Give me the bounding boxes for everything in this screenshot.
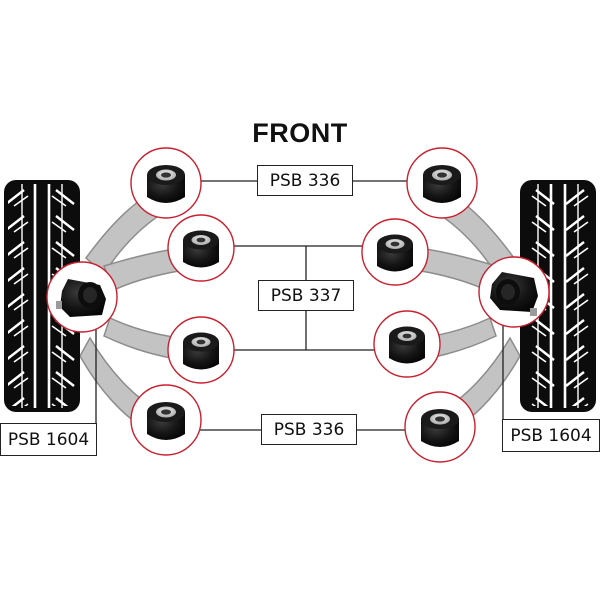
label-psb-336-upper: PSB 336 xyxy=(257,165,353,196)
hub-bush-left[interactable] xyxy=(46,261,118,333)
bush-icon xyxy=(183,332,219,370)
front-title: FRONT xyxy=(252,118,348,148)
bush-icon xyxy=(423,165,461,203)
bush-lower-inner-right[interactable] xyxy=(373,310,441,378)
bush-icon xyxy=(183,230,219,268)
bush-icon xyxy=(389,326,425,364)
hub-bush-right[interactable] xyxy=(478,256,550,328)
hub-bush-icon xyxy=(56,279,106,317)
bush-lower-inner-left[interactable] xyxy=(167,316,235,384)
bush-icon xyxy=(147,165,185,203)
label-psb-337: PSB 337 xyxy=(258,280,354,311)
label-psb-1604-right: PSB 1604 xyxy=(502,419,600,452)
bush-icon xyxy=(421,409,459,447)
bush-upper-inner-left[interactable] xyxy=(167,214,235,282)
bush-bottom-left[interactable] xyxy=(130,384,202,456)
bush-upper-inner-right[interactable] xyxy=(361,218,429,286)
connector-lines xyxy=(95,180,504,431)
bush-bottom-right[interactable] xyxy=(404,391,476,463)
label-psb-1604-left: PSB 1604 xyxy=(0,423,97,456)
bush-top-left[interactable] xyxy=(130,147,202,219)
bush-icon xyxy=(377,234,413,272)
hub-bush-icon xyxy=(490,272,538,316)
bush-icon xyxy=(147,402,185,440)
bush-top-right[interactable] xyxy=(406,147,478,219)
label-psb-336-lower: PSB 336 xyxy=(261,414,357,445)
